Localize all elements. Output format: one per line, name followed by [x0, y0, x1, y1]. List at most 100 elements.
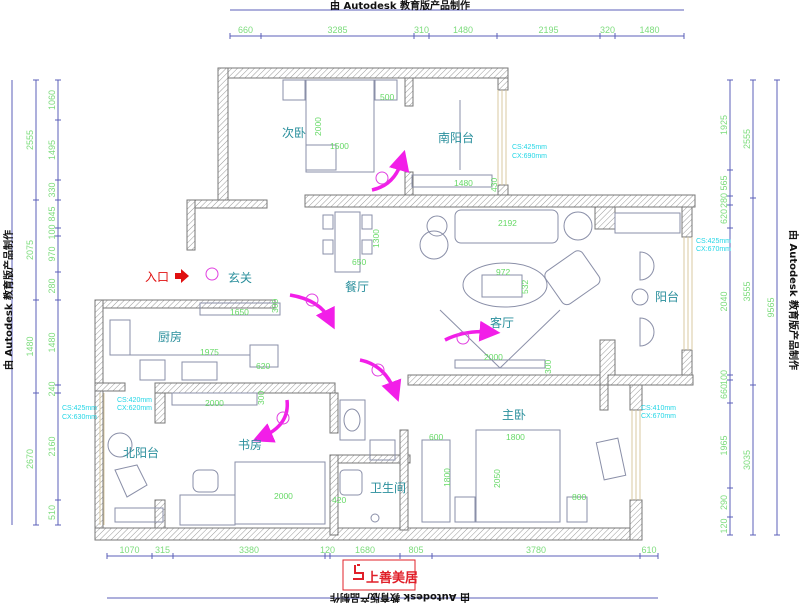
dim-bottom-label: 1070	[119, 545, 139, 555]
dim-bottom-label: 120	[320, 545, 335, 555]
dim-left-inner-label: 845	[47, 206, 57, 221]
svg-text:CS:425mm: CS:425mm	[62, 405, 97, 412]
dim-left-inner-label: 1060	[47, 90, 57, 110]
dim-right-inner-label: 1925	[719, 115, 729, 135]
dim-right-inner-label: 565	[719, 175, 729, 190]
svg-text:800: 800	[572, 492, 586, 502]
dim-left-inner-label: 1495	[47, 140, 57, 160]
room-balcony: 阳台	[655, 289, 679, 304]
svg-text:CS:420mm: CS:420mm	[117, 397, 152, 404]
dim-right-middle-label: 2555	[742, 129, 752, 149]
dim-right-inner-label: 1965	[719, 435, 729, 455]
svg-text:2192: 2192	[498, 218, 517, 228]
dim-bottom-label: 3380	[239, 545, 259, 555]
dim-right-middle-label: 3035	[742, 450, 752, 470]
dim-right-inner-label: 290	[719, 495, 729, 510]
dim-left-inner-label: 240	[47, 381, 57, 396]
room-master-bedroom: 主卧	[502, 408, 526, 422]
svg-text:300: 300	[256, 391, 266, 405]
wardrobe	[421, 439, 451, 523]
dim-left-inner-label: 100	[47, 224, 57, 239]
dim-left-middle-label: 2555	[25, 130, 35, 150]
dim-left-inner-label: 970	[47, 246, 57, 261]
watermark-top: 由 Autodesk 教育版产品制作	[330, 0, 470, 12]
dim-top-label: 3285	[327, 25, 347, 35]
svg-text:CX:670mm: CX:670mm	[696, 246, 731, 253]
svg-text:1975: 1975	[200, 347, 219, 357]
dim-right-inner-label: 620	[719, 209, 729, 224]
dim-top-label: 310	[414, 25, 429, 35]
dim-top-label: 2195	[538, 25, 558, 35]
windows	[99, 90, 693, 525]
toilet	[339, 469, 363, 496]
svg-text:CX:630mm: CX:630mm	[62, 414, 97, 421]
dim-right-inner-label: 2040	[719, 291, 729, 311]
room-south-balcony: 南阳台	[438, 130, 474, 145]
dim-left-inner-label: 330	[47, 182, 57, 197]
bed-second-bedroom	[305, 79, 375, 173]
watermark-left: 由 Autodesk 教育版产品制作	[2, 230, 15, 370]
svg-text:1800: 1800	[506, 432, 525, 442]
dim-left-inner-label: 1480	[47, 332, 57, 352]
dim-top-label: 1480	[639, 25, 659, 35]
dim-right-inner-label: 100	[719, 370, 729, 385]
brand-logo: 上善美居	[342, 559, 418, 591]
dining-table	[334, 211, 361, 273]
svg-text:CS:425mm: CS:425mm	[696, 238, 731, 245]
svg-text:2000: 2000	[484, 352, 503, 362]
svg-text:532: 532	[520, 280, 530, 294]
svg-text:2000: 2000	[313, 117, 323, 136]
dim-bottom-label: 1680	[355, 545, 375, 555]
room-kitchen: 厨房	[158, 329, 182, 344]
walls	[94, 67, 696, 541]
dim-right-middle-label: 3555	[742, 281, 752, 301]
room-study: 书房	[238, 437, 262, 452]
dim-right-inner-label: 280	[719, 193, 729, 208]
dim-right-outer-label: 9565	[766, 297, 776, 317]
svg-text:972: 972	[496, 267, 510, 277]
dim-left-inner-label: 280	[47, 278, 57, 293]
dim-bottom-label: 315	[155, 545, 170, 555]
dim-bottom-label: 3780	[526, 545, 546, 555]
room-north-balcony: 北阳台	[123, 445, 159, 460]
furniture	[107, 79, 681, 526]
furniture-dimensions: 2000 1500 500 1480 430 2192 1300 650 972…	[200, 92, 586, 505]
dim-left-middle-label: 1480	[25, 336, 35, 356]
watermark-bottom: 由 Autodesk 教育版产品制作	[330, 591, 470, 604]
dimension-lines: 660 3285 310 1480 2195 320 1480 1070 315 3380 120 1…	[11, 9, 780, 599]
flow-arrow-study	[252, 399, 290, 443]
svg-text:CS:425mm: CS:425mm	[512, 144, 547, 151]
svg-text:1800: 1800	[442, 468, 452, 487]
room-dining: 餐厅	[345, 279, 369, 294]
dim-right-inner-label: 660	[719, 384, 729, 399]
svg-text:CX:620mm: CX:620mm	[117, 405, 152, 412]
svg-text:620: 620	[256, 361, 270, 371]
dim-left-middle-label: 2075	[25, 240, 35, 260]
svg-text:300: 300	[270, 299, 280, 313]
room-bathroom: 卫生间	[370, 481, 406, 495]
dim-bottom-label: 805	[408, 545, 423, 555]
room-second-bedroom: 次卧	[282, 126, 306, 140]
logo-text: 上善美居	[366, 570, 418, 586]
svg-text:1650: 1650	[230, 307, 249, 317]
dim-left-inner-label: 2160	[47, 436, 57, 456]
svg-text:CX:670mm: CX:670mm	[641, 413, 676, 420]
dim-left-middle-label: 2670	[25, 449, 35, 469]
svg-text:1500: 1500	[330, 141, 349, 151]
entrance-arrow-icon	[175, 269, 189, 283]
dim-right-inner-label: 120	[719, 518, 729, 533]
svg-text:CS:410mm: CS:410mm	[641, 405, 676, 412]
sofa	[454, 209, 559, 244]
dim-top-label: 320	[600, 25, 615, 35]
dim-top-label: 1480	[453, 25, 473, 35]
dim-bottom-label: 610	[641, 545, 656, 555]
flow-arrow-living	[444, 320, 501, 342]
flow-arrows	[205, 149, 501, 443]
room-foyer: 玄关	[228, 270, 252, 285]
flow-arrow-master	[359, 358, 402, 402]
dim-top-label: 660	[238, 25, 253, 35]
dim-left-inner-label: 510	[47, 505, 57, 520]
svg-text:300: 300	[543, 360, 553, 374]
svg-text:650: 650	[352, 257, 366, 267]
